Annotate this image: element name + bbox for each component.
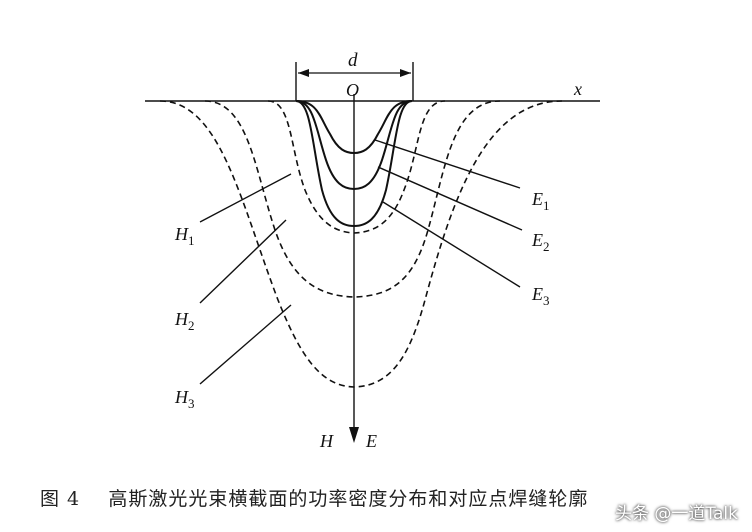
- weld-contour-h1: [267, 100, 446, 234]
- leader-e1: [374, 139, 521, 189]
- leader-h1: [199, 173, 292, 223]
- label-h-axis: H: [319, 431, 334, 451]
- weld-contour-h3: [159, 100, 563, 388]
- d-arrowhead-right: [400, 69, 411, 77]
- caption-number: 图 4: [40, 488, 81, 510]
- d-arrowhead-left: [298, 69, 309, 77]
- label-origin: O: [346, 80, 359, 100]
- label-h3: H3: [174, 387, 195, 411]
- label-e2: E2: [531, 230, 550, 254]
- label-h2: H2: [174, 309, 195, 333]
- figure-caption: 图 4 高斯激光光束横截面的功率密度分布和对应点焊缝轮廓: [40, 484, 588, 511]
- center-axis-arrowhead: [349, 427, 359, 443]
- label-x-axis: x: [573, 79, 582, 99]
- power-density-curve-e1: [295, 100, 413, 155]
- watermark: 头条 @一道Talk: [615, 504, 738, 524]
- caption-text: 高斯激光光束横截面的功率密度分布和对应点焊缝轮廓: [108, 488, 589, 510]
- power-density-curve-e3: [295, 100, 413, 228]
- label-e3: E3: [531, 284, 550, 308]
- label-h1: H1: [174, 224, 195, 248]
- weld-contour-h2: [204, 100, 501, 298]
- leader-h3: [199, 304, 292, 385]
- label-e1: E1: [531, 189, 550, 213]
- leader-e3: [382, 201, 521, 288]
- label-d: d: [348, 50, 358, 71]
- power-density-curve-e2: [295, 100, 413, 191]
- label-e-axis: E: [365, 431, 377, 451]
- leader-e2: [377, 166, 523, 231]
- leader-h2: [199, 219, 287, 304]
